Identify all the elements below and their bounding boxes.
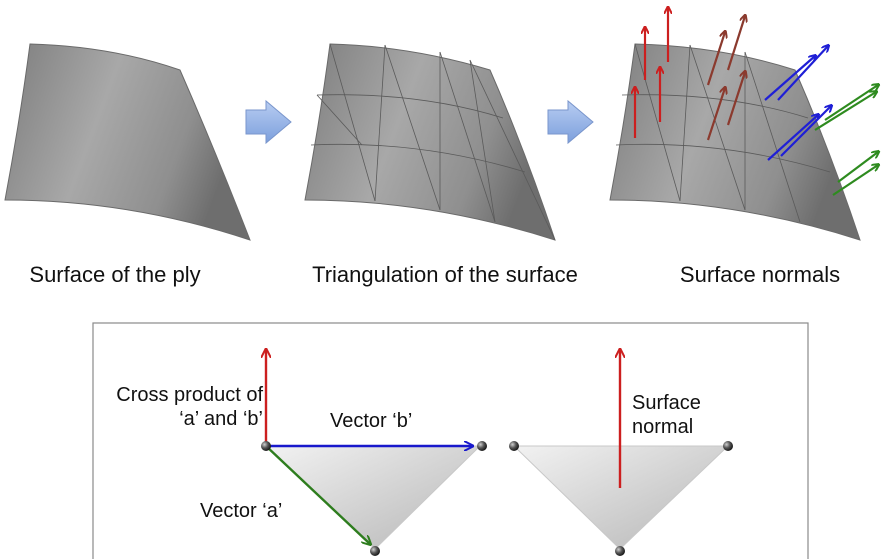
normal-triangle — [509, 350, 733, 556]
vertex-sphere-icon — [615, 546, 625, 556]
flow-arrow-icon — [547, 99, 594, 145]
vector-b-label: Vector ‘b’ — [330, 410, 413, 432]
triangulated-surface — [304, 43, 556, 241]
vector-a-label: Vector ‘a’ — [200, 500, 283, 522]
blue-normal-arrows — [764, 46, 831, 161]
surface-with-normals — [609, 8, 878, 241]
flow-arrow-icon — [245, 99, 292, 145]
red-normal-arrows — [635, 8, 668, 138]
surface-normal-label: Surface normal — [632, 392, 701, 438]
vector-triangle — [261, 350, 487, 556]
vector-a-arrow — [265, 445, 370, 544]
vertex-sphere-icon — [261, 441, 271, 451]
caption-normals: Surface normals — [679, 262, 841, 287]
caption-surface: Surface of the ply — [29, 262, 201, 287]
ply-surface — [4, 43, 251, 241]
vertex-sphere-icon — [509, 441, 519, 451]
inset-frame — [92, 322, 809, 559]
green-normal-arrows — [814, 85, 878, 196]
vertex-sphere-icon — [477, 441, 487, 451]
vertex-sphere-icon — [370, 546, 380, 556]
cross-product-label: Cross product of ‘a’ and ‘b’ — [116, 384, 263, 430]
brown-normal-arrows — [706, 16, 745, 141]
vertex-sphere-icon — [723, 441, 733, 451]
caption-triangulation: Triangulation of the surface — [312, 262, 578, 287]
